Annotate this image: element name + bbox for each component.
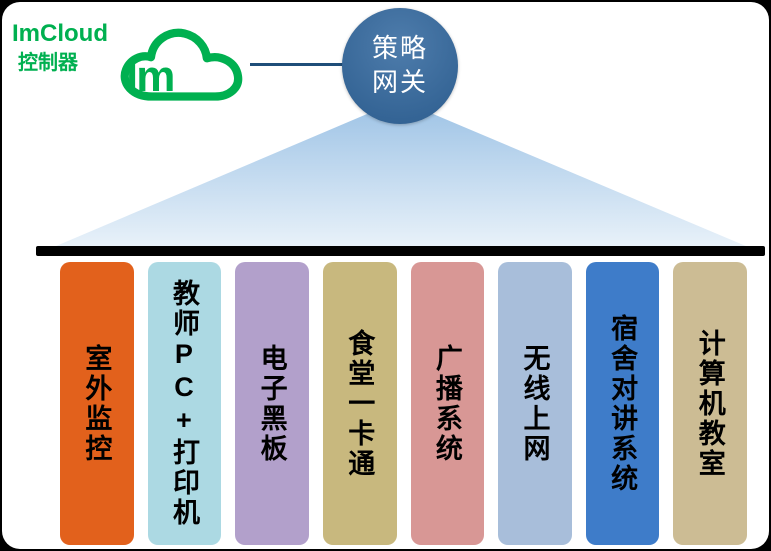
pillar-1: 室外监控 — [60, 262, 134, 545]
gateway-label-line1: 策略 — [371, 33, 428, 64]
pillar-label: 无线上网 — [519, 343, 550, 464]
connector-line — [250, 63, 344, 66]
gateway-label-line2: 网关 — [371, 67, 428, 97]
pillar-4: 食堂一卡通 — [322, 262, 397, 545]
pillar-label: 宿舍对讲系统 — [607, 313, 638, 494]
pillar-label: 计算机教室 — [694, 328, 725, 479]
gateway-node: 策略 网关 — [342, 8, 458, 124]
brand-title: ImCloud — [12, 20, 108, 47]
beam-bar — [36, 246, 765, 256]
pillar-3: 电子黑板 — [235, 262, 309, 545]
pillar-label: 室外监控 — [81, 343, 112, 464]
pillar-row: 室外监控 教师PC+打印机 电子黑板 食堂一卡通 广播系统 无线上网 宿舍对讲系统 计算机教室 — [60, 262, 747, 545]
cloud-logo-text: lm — [126, 52, 175, 101]
pillar-6: 无线上网 — [498, 262, 572, 545]
pillar-label: 电子黑板 — [256, 343, 287, 464]
pillar-2: 教师PC+打印机 — [147, 262, 222, 545]
pillar-label: 食堂一卡通 — [344, 328, 375, 479]
brand-subtitle: 控制器 — [18, 51, 78, 74]
brand-block: ImCloud 控制器 — [12, 20, 108, 75]
pillar-5: 广播系统 — [410, 262, 485, 545]
cloud-logo: lm — [112, 22, 252, 110]
cloud-icon — [120, 28, 243, 101]
pillar-7: 宿舍对讲系统 — [585, 262, 660, 545]
pillar-8: 计算机教室 — [673, 262, 747, 545]
pillar-label: 教师PC+打印机 — [168, 279, 199, 528]
pillar-label: 广播系统 — [431, 343, 462, 464]
